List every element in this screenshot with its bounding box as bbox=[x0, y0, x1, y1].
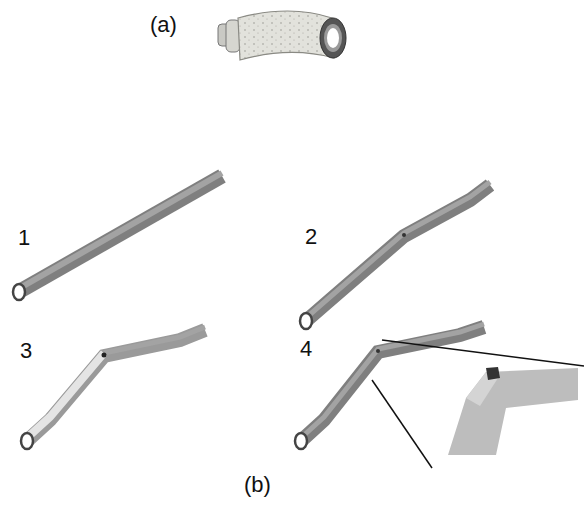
panel-label: 3 bbox=[20, 340, 32, 362]
tube-a bbox=[218, 11, 346, 60]
panel-label: (b) bbox=[244, 474, 271, 496]
tube-3 bbox=[21, 327, 205, 449]
panel-label: (a) bbox=[150, 14, 177, 36]
panel-label: 4 bbox=[300, 338, 312, 360]
tube-1 bbox=[13, 173, 222, 300]
tube-4 bbox=[295, 324, 484, 449]
tube-2 bbox=[300, 182, 490, 329]
panel-label: 1 bbox=[18, 227, 30, 249]
panel-label: 2 bbox=[305, 226, 317, 248]
zoom-inset bbox=[372, 340, 584, 468]
